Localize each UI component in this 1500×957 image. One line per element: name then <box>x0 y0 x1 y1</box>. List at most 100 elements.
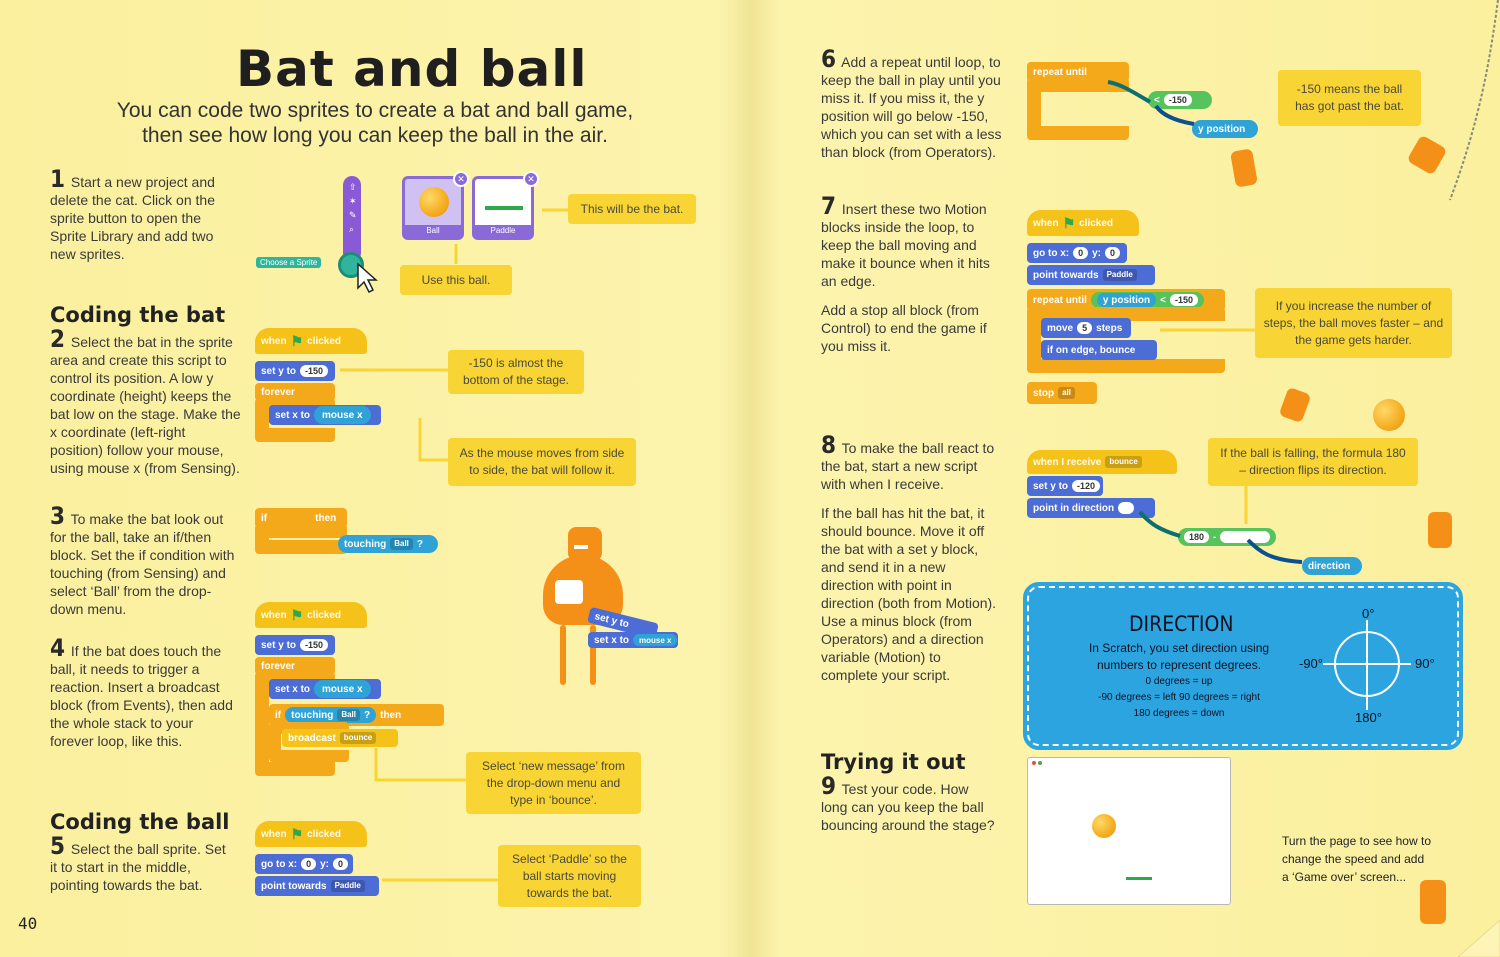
delete-icon[interactable]: ✕ <box>453 171 469 187</box>
block-text: direction <box>1308 560 1351 572</box>
when-flag-block[interactable]: when⚑clicked <box>255 821 367 847</box>
delete-icon[interactable]: ✕ <box>523 171 539 187</box>
step-text: To make the ball react to the bat, start… <box>821 440 995 492</box>
cursor-icon <box>357 262 378 294</box>
value-pill[interactable]: 0 <box>1105 247 1121 259</box>
step-text: To make the bat look out for the ball, t… <box>50 511 235 617</box>
deg-minus-90-label: -90° <box>1299 656 1323 671</box>
page-number: 40 <box>18 914 38 933</box>
step-text: Select the ball sprite. Set it to start … <box>50 841 226 893</box>
when-flag-block[interactable]: when⚑clicked <box>1027 210 1139 236</box>
block-text: - <box>1213 531 1217 543</box>
sensing-reporter: mouse x <box>633 634 678 646</box>
less-than-block[interactable]: <-150 <box>1148 91 1212 109</box>
note-low: -150 is almost the bottom of the stage. <box>448 350 584 394</box>
block-text: go to x: <box>261 858 298 870</box>
robot-mouth <box>574 545 588 549</box>
note-arrow <box>1244 486 1248 524</box>
repeat-until-block[interactable]: repeat until <box>1027 62 1129 82</box>
when-flag-block[interactable]: when⚑clicked <box>255 328 367 354</box>
dropdown[interactable]: all <box>1058 387 1076 399</box>
block-text: when I receive <box>1033 456 1102 468</box>
block-text: set y to <box>261 365 297 377</box>
flag-icon: ⚑ <box>290 825 304 842</box>
block-text: forever <box>261 660 295 672</box>
sprite-menu[interactable] <box>343 176 361 262</box>
dropdown[interactable]: Ball <box>337 709 360 721</box>
repeat-frame <box>1027 78 1129 140</box>
value-pill[interactable]: 0 <box>1073 247 1089 259</box>
forever-block[interactable]: forever <box>255 383 335 401</box>
page-curl-icon <box>1458 920 1500 957</box>
block-text: touching <box>344 538 387 550</box>
choose-sprite-tooltip: Choose a Sprite <box>256 257 322 268</box>
flow-arrows <box>1107 80 1195 126</box>
step-text: Start a new project and delete the cat. … <box>50 174 215 262</box>
if-on-edge-block[interactable]: if on edge, bounce <box>1041 340 1157 360</box>
step-number: 1 <box>50 165 66 193</box>
paddle-sprite-card[interactable]: Paddle ✕ <box>472 171 539 240</box>
value-pill[interactable]: 0 <box>301 858 317 870</box>
sensing-reporter[interactable]: mouse x <box>314 680 371 698</box>
step-number: 4 <box>50 634 66 662</box>
value-pill[interactable]: -150 <box>300 639 329 651</box>
value-pill[interactable] <box>1220 531 1270 543</box>
block-text: set y to <box>1033 480 1069 492</box>
note-past: -150 means the ball has got past the bat… <box>1278 70 1421 126</box>
dropdown[interactable]: Paddle <box>1102 269 1137 281</box>
step-number: 6 <box>821 45 837 73</box>
when-flag-block[interactable]: when⚑clicked <box>255 602 367 628</box>
step-number: 2 <box>50 325 66 353</box>
minus-block[interactable]: 180- <box>1178 528 1276 546</box>
set-y-block[interactable]: set y to-150 <box>255 635 335 655</box>
step-7: 7 Insert these two Motion blocks inside … <box>821 194 1001 290</box>
set-y-block[interactable]: set y to-150 <box>255 361 335 381</box>
value-pill[interactable]: -150 <box>1169 294 1198 306</box>
block-text: ? <box>364 709 371 721</box>
value-pill[interactable]: 180 <box>1184 531 1210 543</box>
direction-reporter[interactable]: direction <box>1302 557 1362 575</box>
dropdown[interactable]: bounce <box>339 732 377 744</box>
direction-description: In Scratch, you set direction using numb… <box>1088 641 1270 672</box>
step-text: Select the bat in the sprite area and cr… <box>50 334 241 476</box>
value-pill[interactable]: -150 <box>300 365 329 377</box>
set-y-block[interactable]: set y to-120 <box>1027 476 1103 496</box>
ball-sprite-card[interactable]: Ball ✕ <box>402 171 469 240</box>
block-text: point towards <box>1033 269 1099 281</box>
flag-icon: ⚑ <box>1062 214 1076 231</box>
value-pill[interactable]: 5 <box>1077 322 1093 334</box>
block-text: when <box>261 828 287 840</box>
forever-block[interactable]: forever <box>255 657 335 675</box>
dropdown[interactable]: Paddle <box>330 880 365 892</box>
sensing-reporter[interactable]: mouse x <box>314 406 371 424</box>
value-pill[interactable]: -150 <box>1163 94 1192 106</box>
y-position-reporter[interactable]: y position <box>1096 293 1157 307</box>
game-stage[interactable] <box>1027 757 1231 905</box>
value-pill[interactable]: 0 <box>333 858 349 870</box>
y-position-reporter[interactable]: y position <box>1192 120 1258 138</box>
value-pill[interactable]: -120 <box>1072 480 1101 492</box>
dropdown[interactable]: Ball <box>390 538 413 550</box>
point-in-direction-block[interactable]: point in direction <box>1027 498 1155 518</box>
stage-dot-icon <box>1038 761 1042 765</box>
paddle-icon <box>485 206 523 210</box>
note-steps: If you increase the number of steps, the… <box>1255 288 1452 358</box>
less-than-block[interactable]: y position<-150 <box>1090 292 1204 308</box>
value-pill[interactable] <box>1118 502 1135 514</box>
dropdown[interactable]: bounce <box>1105 456 1142 468</box>
